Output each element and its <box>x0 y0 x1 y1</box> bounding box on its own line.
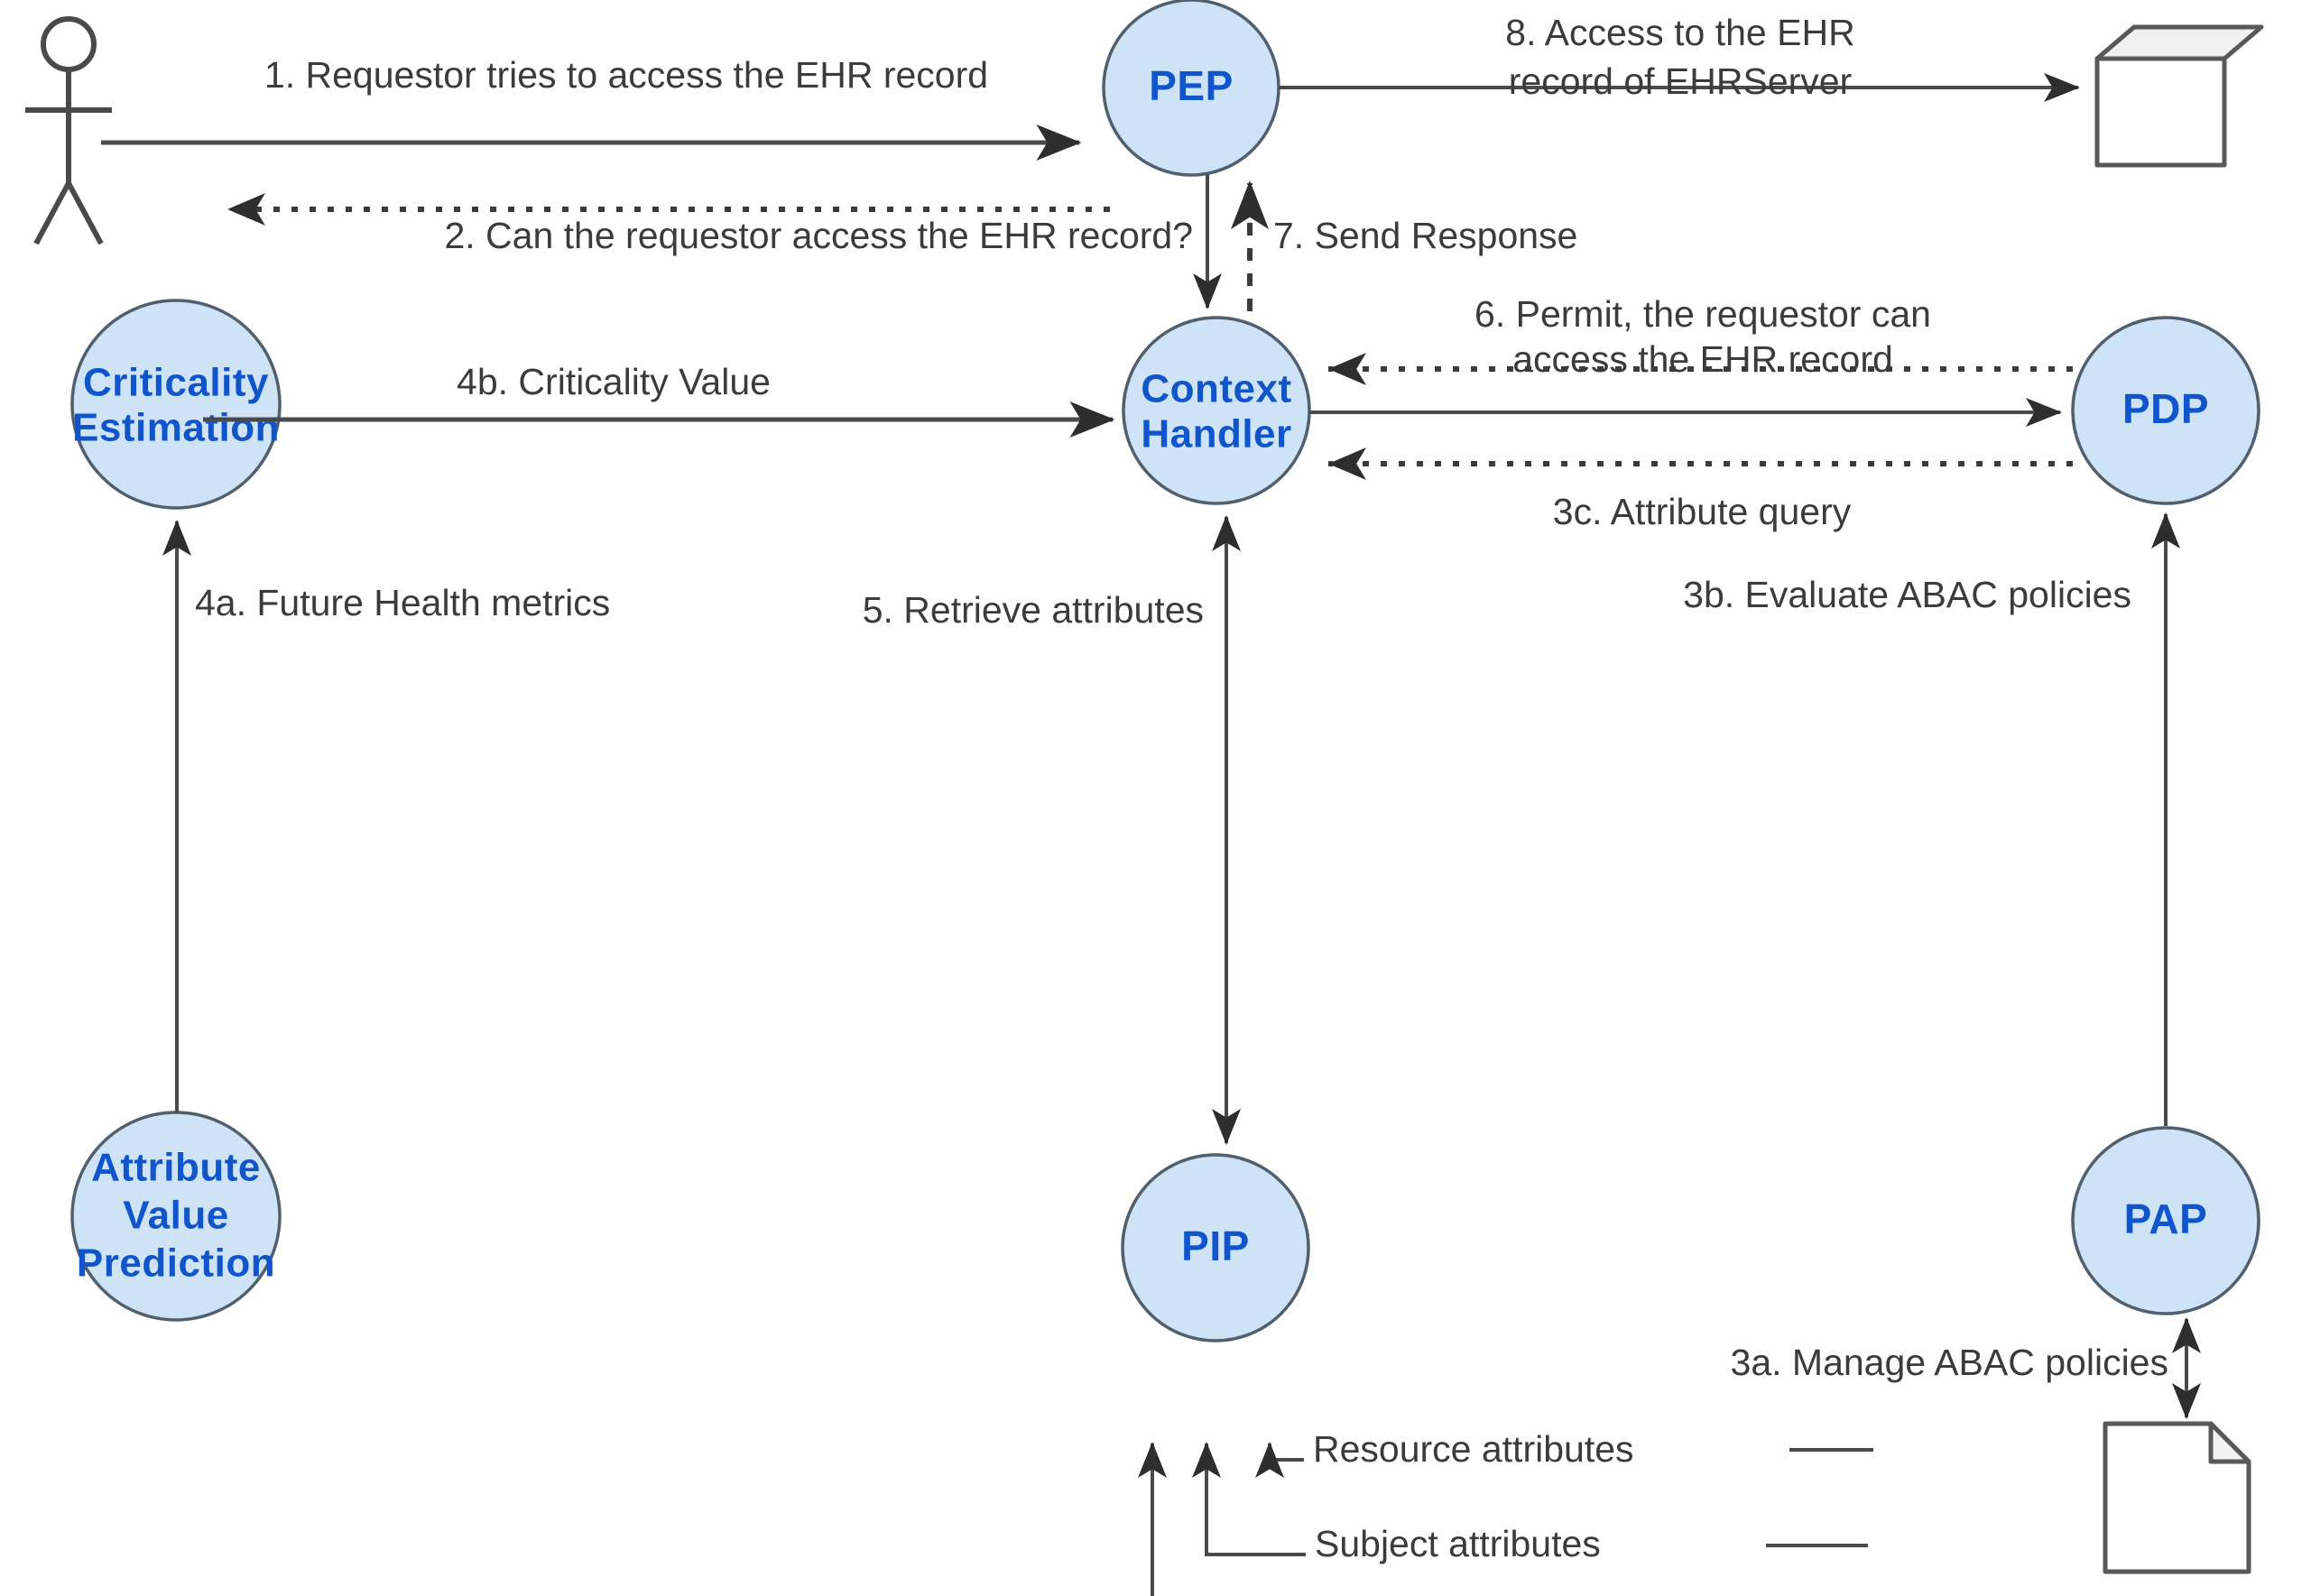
node-pdp-label: PDP <box>2122 385 2209 432</box>
node-attribute-value-prediction[interactable]: Attribute Value Prediction <box>70 1111 282 1322</box>
node-pep-label: PEP <box>1149 62 1234 109</box>
edge-step6: 6. Permit, the requestor can access the … <box>1328 293 2073 385</box>
edge-step4a-label: 4a. Future Health metrics <box>195 582 610 623</box>
requestor-actor-icon <box>25 16 112 245</box>
edge-step1: 1. Requestor tries to access the EHR rec… <box>101 54 1082 161</box>
node-pip[interactable]: PIP <box>1121 1153 1310 1342</box>
label-resource-attributes: Resource attributes <box>1313 1428 1634 1470</box>
node-pep[interactable]: PEP <box>1102 0 1280 177</box>
node-pap-label: PAP <box>2124 1195 2208 1242</box>
node-attr-pred-label-1: Attribute <box>91 1146 261 1190</box>
node-context-handler-label-1: Context <box>1141 367 1291 411</box>
edge-step5: 5. Retrieve attributes <box>863 515 1241 1145</box>
node-context-handler[interactable]: Context Handler <box>1122 316 1311 505</box>
ehr-server-cube-icon <box>2094 24 2264 168</box>
edge-step8: 8. Access to the EHR record of EHRServer <box>1279 12 2080 102</box>
edge-step3a: 3a. Manage ABAC policies <box>1731 1317 2201 1419</box>
edge-step3b: 3b. Evaluate ABAC policies <box>1683 512 2180 1126</box>
edge-step4b-label: 4b. Criticality Value <box>457 361 771 402</box>
edge-step4a: 4a. Future Health metrics <box>162 520 610 1112</box>
edge-step4b: 4b. Criticality Value <box>203 361 1115 438</box>
node-pdp[interactable]: PDP <box>2071 316 2260 505</box>
edge-environment-attributes: Environment attributes <box>1138 1442 1167 1596</box>
edge-step3c: 3c. Attribute query <box>1328 447 2073 532</box>
edge-step7: 7. Send Response <box>1231 180 1577 311</box>
policy-document-icon <box>2103 1421 2251 1574</box>
edge-step3c-label: 3c. Attribute query <box>1553 491 1852 532</box>
edge-step8-label-2: record of EHRServer <box>1509 60 1853 102</box>
edge-step8-label-1: 8. Access to the EHR <box>1505 12 1854 53</box>
node-context-handler-label-2: Handler <box>1141 412 1291 457</box>
edge-step2: 2. Can the requestor access the EHR reco… <box>444 174 1222 309</box>
edge-step6-label-2: access the EHR record <box>1512 338 1893 380</box>
edge-subject-attributes: Subject attributes <box>1192 1442 1868 1564</box>
edge-step2-label: 2. Can the requestor access the EHR reco… <box>444 215 1193 256</box>
node-pip-label: PIP <box>1181 1222 1250 1269</box>
edge-step3a-label: 3a. Manage ABAC policies <box>1731 1342 2168 1383</box>
edge-step7-label: 7. Send Response <box>1273 215 1577 256</box>
node-attr-pred-label-3: Prediction <box>77 1241 275 1286</box>
label-subject-attributes: Subject attributes <box>1315 1523 1601 1564</box>
node-criticality-label-1: Criticality <box>83 361 269 405</box>
node-attr-pred-label-2: Value <box>123 1194 228 1238</box>
edge-step6-label-1: 6. Permit, the requestor can <box>1474 293 1931 335</box>
edge-resource-attributes: Resource attributes <box>1255 1428 1873 1478</box>
node-pap[interactable]: PAP <box>2071 1126 2260 1315</box>
edge-step1-label: 1. Requestor tries to access the EHR rec… <box>264 54 988 96</box>
node-criticality-label-2: Estimation <box>72 406 280 450</box>
edge-step3b-label: 3b. Evaluate ABAC policies <box>1683 574 2131 615</box>
edge-step5-label: 5. Retrieve attributes <box>863 589 1204 631</box>
node-criticality-estimation[interactable]: Criticality Estimation <box>70 299 282 510</box>
